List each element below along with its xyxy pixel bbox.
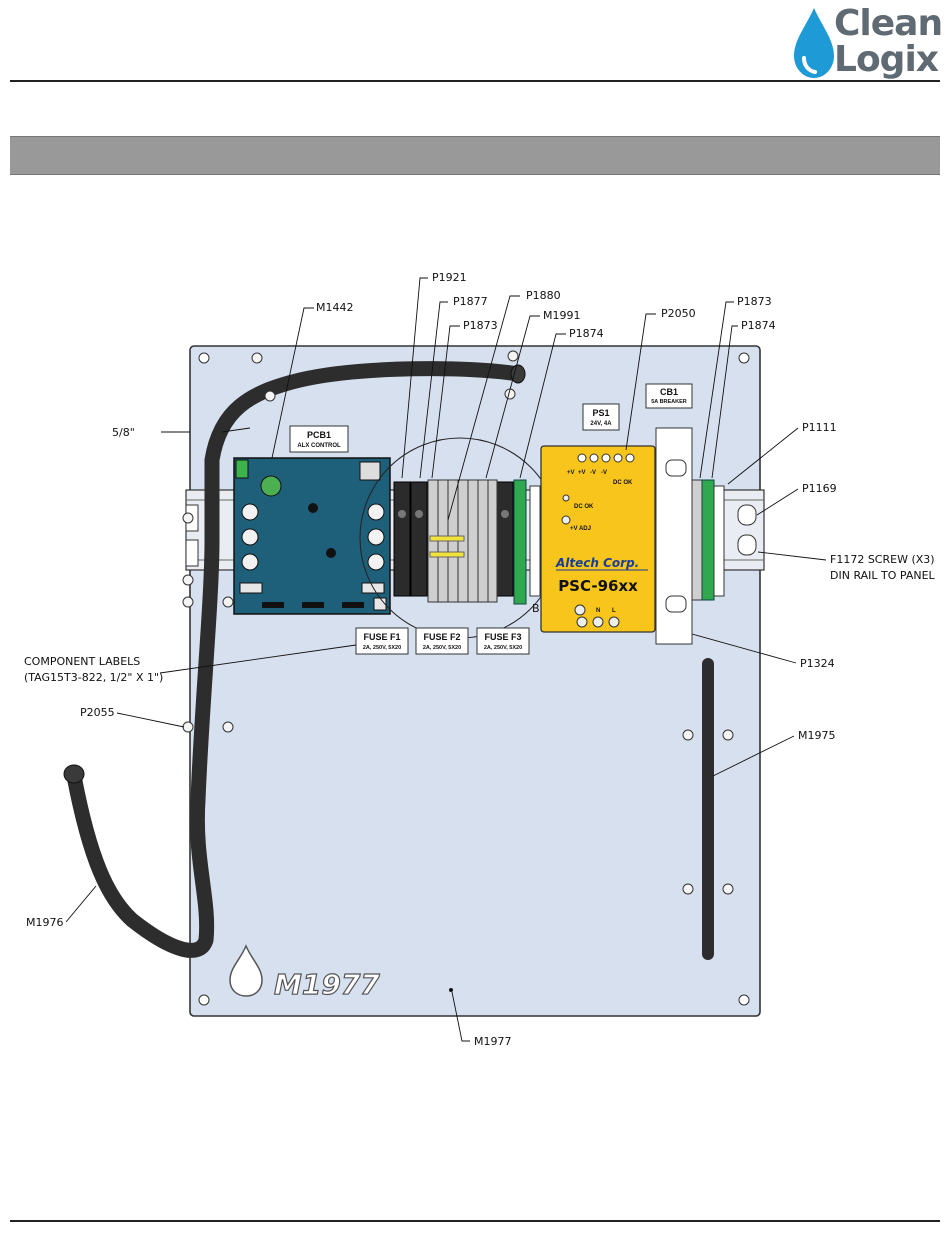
pcb1-label-tag xyxy=(289,425,349,453)
end-clamp xyxy=(529,485,541,597)
ps-term-2: +V xyxy=(578,470,586,476)
cable-m1976 xyxy=(66,361,526,958)
engraved-drop-icon xyxy=(229,944,263,997)
ps-model: PSC-96xx xyxy=(558,577,638,595)
header-rule xyxy=(10,80,940,82)
ps-term-3: -V xyxy=(590,470,596,476)
cb1-sublabel: 5A BREAKER xyxy=(651,399,687,405)
right-end-clamp xyxy=(713,485,725,597)
footer-rule xyxy=(10,1220,940,1222)
panel-callout-point xyxy=(449,988,453,992)
pcb1-label: PCB1 xyxy=(307,430,331,440)
callout-p1874-right: P1874 xyxy=(741,319,776,332)
fuse-holders xyxy=(393,481,514,597)
ps-dc-ok-side: DC OK xyxy=(574,504,594,510)
ps-ac-l: L xyxy=(612,608,616,614)
callout-m1442: M1442 xyxy=(316,301,354,314)
callout-labels-line1: COMPONENT LABELS xyxy=(24,655,140,668)
logo-word-clean: Clean xyxy=(834,3,943,44)
ps-v-adj: +V ADJ xyxy=(570,526,591,532)
callout-m1991: M1991 xyxy=(543,309,581,322)
fuse-f2-label: FUSE F2 xyxy=(423,632,460,642)
callout-p1169: P1169 xyxy=(802,482,837,495)
ps-brand: Altech Corp. xyxy=(555,556,639,570)
callout-p1873-left: P1873 xyxy=(463,319,498,332)
callout-p1874-left: P1874 xyxy=(569,327,604,340)
callout-size: 5/8" xyxy=(112,426,135,439)
cable-clamps xyxy=(182,350,734,895)
cleanlogix-logo: Clean Logix xyxy=(792,4,944,80)
fuse-f2-rating: 2A, 250V, 5X20 xyxy=(423,645,461,651)
ps-term-4: -V xyxy=(601,470,607,476)
terminal-blocks xyxy=(427,479,527,605)
mount-hole xyxy=(738,352,750,364)
callout-f1172-line2: DIN RAIL TO PANEL xyxy=(830,569,936,582)
fuse-f1-tag xyxy=(355,627,409,655)
fuse-f3-tag xyxy=(476,627,530,655)
pcb1-sublabel: ALX CONTROL xyxy=(297,443,341,449)
right-terminal-grey xyxy=(691,479,703,601)
mount-hole xyxy=(738,994,750,1006)
ps-term-1: +V xyxy=(567,470,575,476)
water-drop-icon xyxy=(794,8,834,78)
callout-m1976: M1976 xyxy=(26,916,64,929)
fuse-f2-tag xyxy=(415,627,469,655)
callout-m1977: M1977 xyxy=(474,1035,512,1048)
cable-end-m1976 xyxy=(63,764,85,784)
cable-end-m1442 xyxy=(510,364,526,384)
ps1-sublabel: 24V, 4A xyxy=(590,421,612,427)
detail-letter: B xyxy=(532,602,540,615)
fuse-f3-rating: 2A, 250V, 5X20 xyxy=(484,645,522,651)
logo-word-logix: Logix xyxy=(834,39,939,80)
callout-p1111: P1111 xyxy=(802,421,837,434)
ps-ac-n: N xyxy=(596,608,600,614)
right-terminal-green xyxy=(701,479,715,601)
fuse-f3-label: FUSE F3 xyxy=(484,632,521,642)
callout-p1921: P1921 xyxy=(432,271,467,284)
callout-labels-line2: (TAG15T3-822, 1/2" X 1") xyxy=(24,671,163,684)
callout-f1172-line1: F1172 SCREW (X3) xyxy=(830,553,935,566)
ps-dc-ok-top: DC OK xyxy=(613,480,633,486)
cb1-label-tag xyxy=(645,383,693,409)
mount-hole xyxy=(198,994,210,1006)
cb1-label: CB1 xyxy=(660,387,678,397)
fuse-f1-rating: 2A, 250V, 5X20 xyxy=(363,645,401,651)
leader-lines xyxy=(65,277,827,1042)
callout-p2055: P2055 xyxy=(80,706,115,719)
mount-hole xyxy=(198,352,210,364)
panel-engraving: M1977 xyxy=(274,968,380,1001)
callout-p1873-right: P1873 xyxy=(737,295,772,308)
callout-p2050: P2050 xyxy=(661,307,696,320)
ps1-label: PS1 xyxy=(592,408,609,418)
callout-m1975: M1975 xyxy=(798,729,836,742)
section-title-band xyxy=(10,136,940,175)
callout-p1880: P1880 xyxy=(526,289,561,302)
callout-p1324: P1324 xyxy=(800,657,835,670)
fuse-f1-label: FUSE F1 xyxy=(363,632,400,642)
callout-p1877: P1877 xyxy=(453,295,488,308)
pcb1-board xyxy=(233,457,391,615)
ps1-label-tag xyxy=(582,403,620,431)
cb1-breaker xyxy=(655,427,693,645)
